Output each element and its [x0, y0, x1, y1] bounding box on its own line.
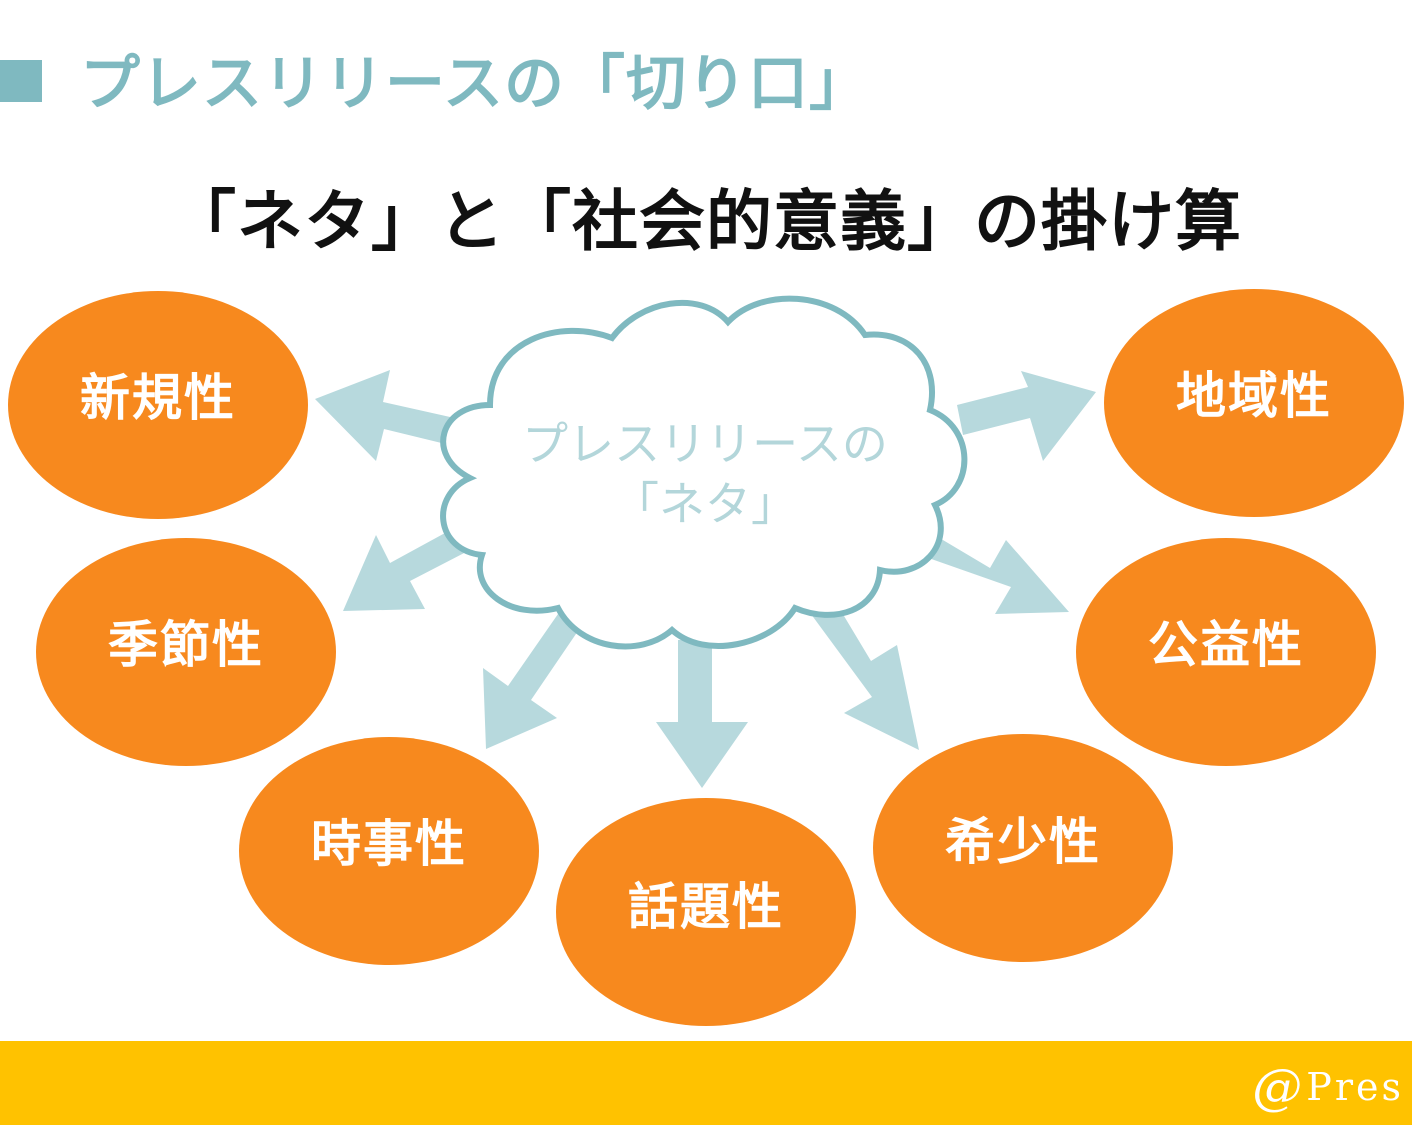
node-rarity-ellipse	[873, 734, 1173, 962]
node-public-interest-ellipse	[1076, 538, 1376, 766]
arrow-to-seasonality	[343, 527, 468, 611]
node-timeliness-label: 時事性	[311, 815, 467, 873]
node-novelty-ellipse	[8, 291, 308, 519]
cloud-text-line1: プレスリリースの	[522, 417, 888, 471]
node-timeliness-ellipse	[239, 737, 539, 965]
arrow-to-public-interest	[900, 524, 1069, 614]
arrow-to-novelty	[315, 370, 468, 461]
node-locality-ellipse	[1104, 289, 1404, 517]
arrow-to-timeliness	[483, 614, 580, 749]
arrows-group	[315, 370, 1096, 788]
diagram-canvas	[8, 289, 1404, 1026]
brand-logo: @ Pres	[1252, 1056, 1404, 1118]
arrow-to-locality	[957, 371, 1096, 461]
node-public-interest-label: 公益性	[1148, 616, 1304, 674]
cloud-shape	[440, 295, 968, 650]
main-heading: 「ネタ」と「社会的意義」の掛け算	[170, 183, 1242, 260]
section-title: プレスリリースの「切り口」	[80, 49, 870, 119]
nodes-group	[8, 289, 1404, 1026]
node-novelty-label: 新規性	[80, 369, 236, 427]
node-locality-label: 地域性	[1176, 367, 1332, 425]
cloud-text-line2: 「ネタ」	[613, 477, 797, 531]
arrow-to-topicality	[656, 640, 748, 788]
logo-text: Pres	[1306, 1065, 1404, 1109]
node-seasonality-label: 季節性	[108, 616, 264, 674]
title-square-marker	[0, 60, 42, 102]
node-rarity-label: 希少性	[945, 813, 1101, 871]
node-topicality-label: 話題性	[628, 878, 784, 936]
node-topicality-ellipse	[556, 798, 856, 1026]
arrow-to-rarity	[808, 596, 919, 750]
logo-at-mark: @	[1252, 1058, 1303, 1116]
footer-band	[0, 1041, 1412, 1125]
node-seasonality-ellipse	[36, 538, 336, 766]
